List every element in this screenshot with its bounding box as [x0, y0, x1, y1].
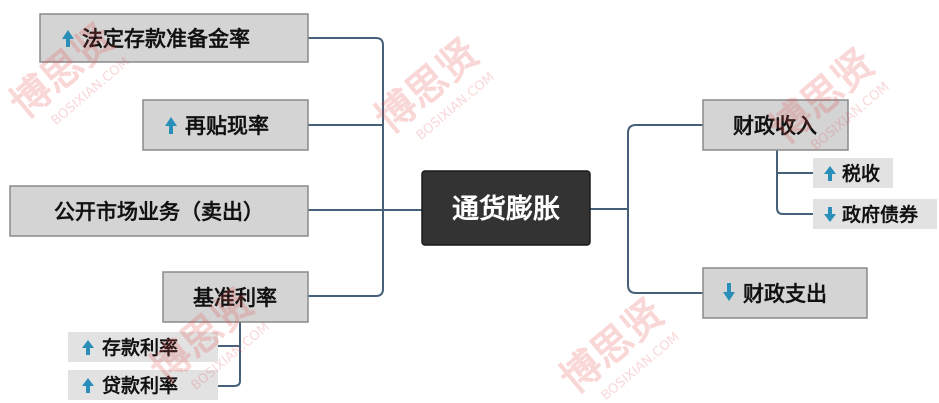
node-deposit-rate: 存款利率: [68, 332, 218, 362]
connector-trunk-right: [627, 124, 703, 294]
node-label: 基准利率: [193, 286, 277, 310]
up-arrow-icon: [82, 378, 94, 393]
node-reserve-ratio: 法定存款准备金率: [39, 13, 309, 63]
node-label: 税收: [842, 162, 880, 185]
up-arrow-icon: [165, 117, 177, 134]
up-arrow-icon: [824, 166, 836, 181]
node-label: 财政支出: [743, 282, 827, 306]
node-label: 再贴现率: [185, 114, 269, 138]
node-fiscal-revenue: 财政收入: [702, 99, 849, 151]
down-arrow-icon: [723, 283, 735, 301]
node-label: 存款利率: [102, 336, 178, 359]
connector-revenue-children: [776, 150, 813, 215]
up-arrow-icon: [62, 30, 74, 47]
node-fiscal-expenditure: 财政支出: [702, 267, 868, 319]
node-loan-rate: 贷款利率: [68, 370, 218, 400]
down-arrow-icon: [824, 207, 836, 222]
node-tax: 税收: [813, 158, 893, 188]
connector-rate-children: [218, 321, 241, 387]
node-gov-bonds: 政府债券: [813, 199, 937, 229]
node-label: 贷款利率: [102, 374, 178, 397]
node-rediscount-rate: 再贴现率: [142, 99, 309, 151]
watermark: 博思贤 BOSIXIAN.COM: [367, 30, 498, 143]
node-label: 财政收入: [733, 114, 817, 138]
node-open-market: 公开市场业务（卖出）: [9, 185, 309, 237]
center-label: 通货膨胀: [452, 193, 560, 225]
node-label: 法定存款准备金率: [82, 27, 250, 51]
node-label: 政府债券: [842, 203, 919, 226]
up-arrow-icon: [82, 340, 94, 355]
watermark: 博思贤 BOSIXIAN.COM: [552, 290, 683, 403]
node-benchmark-rate: 基准利率: [162, 271, 309, 323]
node-inflation-center: 通货膨胀: [421, 170, 591, 246]
node-label: 公开市场业务（卖出）: [54, 200, 264, 224]
connector-trunk-left: [308, 37, 384, 297]
connector-lines: [218, 37, 813, 387]
